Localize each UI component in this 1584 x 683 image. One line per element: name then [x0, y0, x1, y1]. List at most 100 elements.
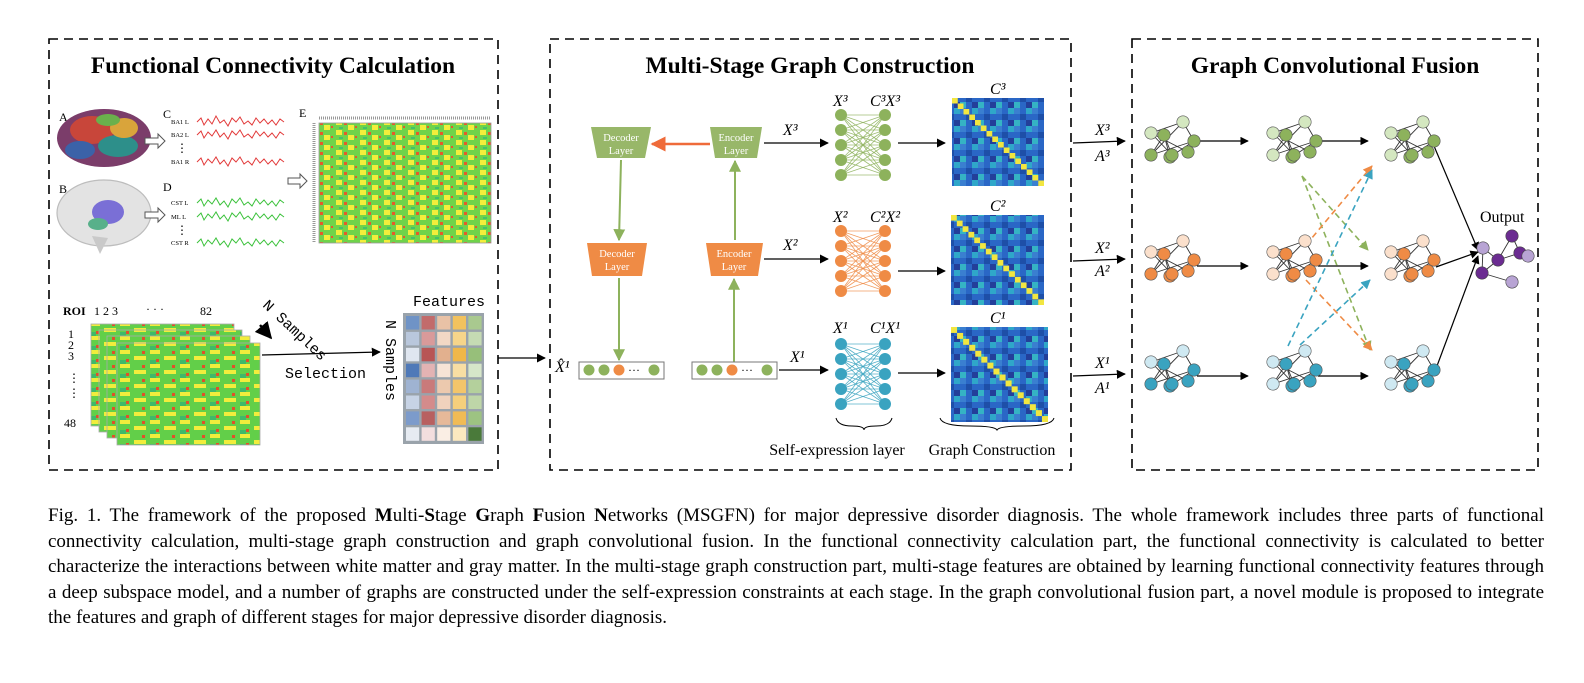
graph-node: [1303, 145, 1317, 159]
gcf-panel-border: [1131, 38, 1539, 471]
se-node-left: [835, 225, 847, 237]
cross-arrow-green-1: [1301, 175, 1369, 251]
graph-node: [1384, 126, 1398, 140]
feature-cell: [452, 331, 466, 346]
graph-edge: [1390, 132, 1429, 153]
feature-cell: [452, 427, 466, 441]
roi-last-col: 82: [200, 304, 212, 318]
graph-node: [1427, 363, 1441, 377]
graph-node: [1144, 126, 1158, 140]
feature-cell: [437, 347, 451, 362]
c-signal-label-3: BA1 R: [171, 159, 190, 166]
encoder-layer-top: Encoder Layer: [710, 127, 762, 158]
fc-letter-a: A: [59, 110, 68, 124]
c-matrix-diag: [1011, 386, 1018, 393]
c-matrix-diag: [992, 136, 998, 142]
cross-arrow-orange-2: [1305, 279, 1373, 351]
caption-initial-3: F: [532, 505, 545, 526]
output-label: Output: [1480, 209, 1525, 226]
c-matrix-diag: [951, 327, 958, 333]
output-graph-node: [1475, 266, 1489, 280]
graph-node: [1298, 344, 1312, 358]
graph-edge: [1390, 259, 1435, 275]
decoder-mid-label-2: Layer: [605, 262, 630, 273]
fc-letter-d: D: [163, 180, 172, 194]
output-graph-node: [1505, 275, 1519, 289]
feature-cell: [437, 411, 451, 425]
graph-node: [1298, 115, 1312, 129]
selection-arrow: [261, 347, 381, 357]
fc-letter-e: E: [299, 106, 306, 120]
roi-cols: 1 2 3: [94, 304, 118, 318]
graph-edge: [1150, 361, 1189, 382]
connector-stage3: [1072, 136, 1126, 146]
c-matrix-diag: [957, 103, 964, 109]
graph-node: [1279, 128, 1293, 142]
feature-cell: [421, 363, 435, 378]
figure-caption: Fig. 1. The framework of the proposed Mu…: [48, 503, 1544, 631]
se-edge: [840, 358, 886, 405]
se-node-right: [879, 225, 891, 237]
stage1-x-label: X¹: [832, 320, 848, 337]
c-matrix-diag: [1038, 299, 1044, 305]
hollow-arrow-bd: [144, 206, 166, 224]
brain-b-image: [56, 179, 152, 254]
feature-cell: [421, 347, 435, 362]
gcf-x2-label: X²: [1094, 240, 1111, 257]
se-edge: [840, 114, 886, 131]
graph-node: [1397, 357, 1411, 371]
c-matrix-diag: [1015, 158, 1021, 164]
feature-cell: [452, 316, 466, 330]
caption-prefix: Fig. 1. The framework of the proposed: [48, 505, 375, 526]
fc-panel-border: [48, 38, 499, 471]
se-node-left: [835, 270, 847, 282]
c-matrix-diag: [962, 226, 969, 232]
graph-node: [1187, 363, 1201, 377]
roi-vdots: ⋮: [68, 371, 80, 385]
c-matrix-diag: [1032, 293, 1039, 300]
x-dots: ···: [741, 363, 753, 377]
feature-cell: [437, 379, 451, 394]
c-matrix-diag: [1014, 276, 1021, 283]
feature-cell: [421, 411, 435, 425]
d-signal-3: [196, 237, 285, 248]
se-node-left: [835, 124, 847, 136]
c-matrix-diag: [987, 362, 994, 369]
graph-node: [1144, 377, 1158, 391]
feature-cell: [452, 379, 466, 394]
graph-node: [1287, 267, 1301, 281]
fc-letter-c: C: [163, 107, 171, 121]
c-matrix-diag: [975, 350, 982, 357]
feature-cell: [468, 363, 482, 378]
se-node-right: [879, 240, 891, 252]
c-matrix-diag: [975, 120, 981, 126]
graph-node: [1266, 148, 1280, 162]
c-signal-3: [196, 156, 285, 167]
graph-construction-label: Graph Construction: [929, 442, 1056, 459]
output-arrow-1: [1433, 145, 1479, 251]
graph-node: [1397, 128, 1411, 142]
graph-node: [1176, 234, 1190, 248]
d-vdots: ⋮: [176, 223, 188, 237]
se-edge: [840, 114, 886, 161]
feature-cell: [452, 363, 466, 378]
connector-stage2: [1072, 254, 1126, 264]
decoder-top-label-1: Decoder: [603, 133, 639, 144]
se-node-left: [835, 338, 847, 350]
roi-vdots-2: ⋮: [68, 386, 80, 400]
x-vector: ···: [691, 361, 778, 380]
se-edge: [840, 230, 886, 262]
c-matrix-diag: [1017, 392, 1024, 399]
se-edge: [840, 230, 886, 292]
c-signal-1: [196, 114, 285, 127]
c-matrix-diag: [1009, 271, 1015, 277]
graph-node: [1279, 357, 1293, 371]
mgc-title: Multi-Stage Graph Construction: [646, 53, 975, 79]
graph-node: [1405, 377, 1419, 391]
graph-edge: [1390, 361, 1429, 382]
graph-node: [1181, 145, 1195, 159]
c-matrix-diag: [963, 109, 970, 115]
se-edge: [840, 230, 886, 277]
gcf-graphs: [1144, 115, 1535, 393]
feature-cell: [421, 331, 435, 346]
